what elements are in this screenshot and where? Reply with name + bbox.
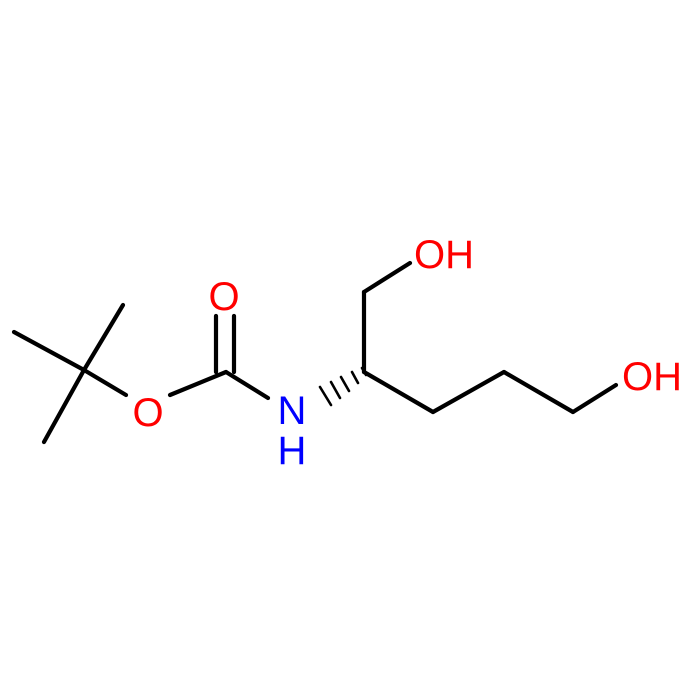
bond-ch2-hydroxyl-top: [361, 260, 413, 295]
bond-chain-2: [430, 369, 507, 415]
hashed-wedge-bond: [318, 366, 368, 407]
bond-tbutyl-methyl-left: [11, 329, 87, 373]
carbonyl-oxygen-label: O: [208, 275, 239, 319]
hydroxyl-top-label: OH: [414, 233, 474, 277]
bond-tbutyl-methyl-bottom: [41, 367, 87, 445]
bond-ester-oxygen-carbonyl: [167, 369, 229, 398]
ester-oxygen-label: O: [132, 391, 163, 435]
bond-stereocenter-chain-1: [361, 369, 436, 415]
bond-carbonyl-nitrogen: [223, 369, 271, 401]
bond-chain-hydroxyl-right: [570, 382, 619, 415]
nitrogen-hydrogen-label: H: [278, 429, 307, 473]
bond-chain-3: [501, 369, 576, 415]
bond-tbutyl-methyl-top: [81, 302, 126, 373]
hydroxyl-right-label: OH: [622, 355, 682, 399]
nitrogen-label: N: [278, 389, 307, 433]
bond-tbutyl-ester-oxygen: [81, 367, 129, 398]
